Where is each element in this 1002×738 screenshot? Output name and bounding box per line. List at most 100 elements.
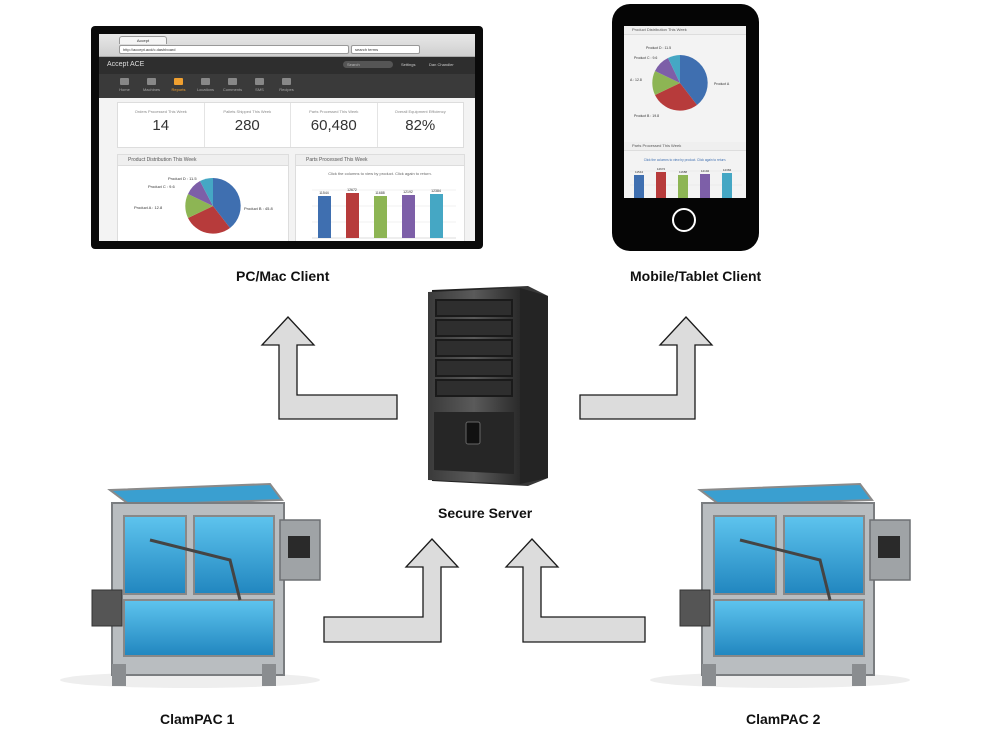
location-icon (201, 78, 210, 85)
drive-bays (435, 299, 513, 397)
pie-panel: Product Distribution This Week Product D… (117, 154, 289, 241)
clampac-machine-icon (650, 482, 911, 688)
pie-label: A : 12.8 (630, 78, 642, 82)
app-header: Accept ACE Search Settings Dan Chandler (99, 57, 475, 74)
arrow-machine2-to-server (504, 538, 646, 643)
bar-label: 11688 (375, 191, 385, 195)
pie-slice (188, 206, 230, 234)
server-label: Secure Server (438, 505, 533, 521)
kpi-value: 14 (152, 117, 170, 134)
nav-home: Home (111, 74, 138, 98)
kpi-pallets: Pallets Shipped This Week 280 (205, 103, 291, 147)
nav-sms: SMS (246, 74, 273, 98)
dashboard-screenshot: Accept http://accept.acd/c.dashboard sea… (99, 34, 475, 241)
url-bar: http://accept.acd/c.dashboard (119, 45, 349, 54)
arrow-machine1-to-server (323, 538, 460, 643)
bar (430, 194, 443, 238)
nav-reports: Reports (165, 74, 192, 98)
bar (402, 195, 415, 238)
pie-slice (655, 58, 680, 83)
bar-panel: Parts Processed This Week Click the colu… (295, 154, 465, 241)
pie-slice (680, 55, 708, 105)
pie-slice (655, 83, 697, 111)
pie-label: Product D : 11.5 (168, 176, 197, 181)
bar-chart: Click the columns to view by product. Cl… (312, 171, 456, 239)
bar (700, 174, 710, 198)
bar (722, 173, 732, 198)
kpi-value: 280 (234, 117, 260, 134)
home-icon (120, 78, 129, 85)
bar-label: 11544 (319, 191, 329, 195)
browser-search: search terms (351, 45, 420, 54)
user-name: Dan Chandler (429, 62, 454, 67)
kpi-value: 60,480 (310, 117, 357, 134)
nav-recipes: Recipes (273, 74, 300, 98)
pie-slice (185, 194, 213, 218)
pie-chart: Product D : 11.5 Product C : 9.6 Product… (134, 176, 273, 234)
server-tower-icon (428, 286, 548, 486)
app-nav: Home Machines Reports Locations Comments… (99, 74, 475, 98)
bar (346, 193, 359, 238)
bar-subtitle: Click the columns to view by product. Cl… (644, 158, 727, 162)
bar-label: 11544 (635, 170, 643, 174)
bar-label: 12384 (723, 168, 732, 172)
bar (678, 175, 688, 198)
pie-label: Product B : 19.8 (634, 114, 659, 118)
nav-locations: Locations (192, 74, 219, 98)
machine1-label: ClamPAC 1 (160, 711, 235, 727)
kpi-orders: Orders Processed This Week 14 (118, 103, 205, 147)
kpi-label: Orders Processed This Week (134, 109, 187, 114)
nav-label: Reports (171, 87, 186, 92)
bar (656, 172, 666, 198)
app-search: Search (343, 61, 393, 68)
bar-label: 12192 (403, 190, 413, 194)
bar-label: 11688 (679, 170, 687, 174)
machine2-label: ClamPAC 2 (746, 711, 821, 727)
kpi-value: 82% (405, 117, 436, 134)
pie-label: Product A (714, 82, 730, 86)
clampac-machine-icon (60, 482, 321, 688)
kpi-label: Overall Equipment Efficiency (394, 109, 446, 114)
server-side (520, 288, 548, 484)
report-icon (174, 78, 183, 85)
bar (634, 175, 644, 198)
pie-slice (652, 71, 680, 95)
nav-label: Comments (222, 87, 243, 92)
pc-monitor: Accept http://accept.acd/c.dashboard sea… (91, 26, 483, 249)
settings-link: Settings (401, 62, 416, 67)
nav-label: SMS (255, 87, 264, 92)
nav-machines: Machines (138, 74, 165, 98)
browser-chrome: Accept http://accept.acd/c.dashboard sea… (99, 34, 475, 57)
pie-slice (188, 181, 213, 206)
home-button (672, 208, 696, 232)
arrow-server-to-mobile (579, 316, 714, 420)
kpi-label: Pallets Shipped This Week (223, 109, 272, 114)
nav-comments: Comments (219, 74, 246, 98)
bar (318, 196, 331, 238)
bar-subtitle: Click the columns to view by product. Cl… (328, 171, 432, 176)
bar-label: 12672 (347, 188, 357, 192)
mobile-pie-title: Product Distribution This Week (624, 26, 746, 35)
bar-label: 12672 (657, 167, 666, 171)
comment-icon (228, 78, 237, 85)
mobile-client-label: Mobile/Tablet Client (630, 268, 762, 284)
mobile-bar-title: Parts Processed This Week (624, 142, 746, 151)
nav-label: Recipes (279, 87, 294, 92)
kpi-oee: Overall Equipment Efficiency 82% (378, 103, 464, 147)
kpi-strip: Orders Processed This Week 14 Pallets Shi… (117, 102, 464, 148)
pie-label: Product A : 12.8 (134, 205, 163, 210)
nav-label: Home (119, 87, 130, 92)
recipe-icon (282, 78, 291, 85)
arrow-server-to-pc (260, 316, 398, 420)
sms-icon (255, 78, 264, 85)
bar-label: 12384 (431, 189, 441, 193)
bar-panel-title: Parts Processed This Week (296, 155, 464, 166)
bar-label: 12192 (701, 169, 710, 173)
pie-label: Product C : 9.6 (634, 56, 657, 60)
bar (374, 196, 387, 238)
mobile-dashboard: Product Distribution This Week Product D… (624, 26, 746, 198)
pie-label: Product C : 9.6 (148, 184, 175, 189)
pie-label: Product D : 11.5 (646, 46, 671, 50)
